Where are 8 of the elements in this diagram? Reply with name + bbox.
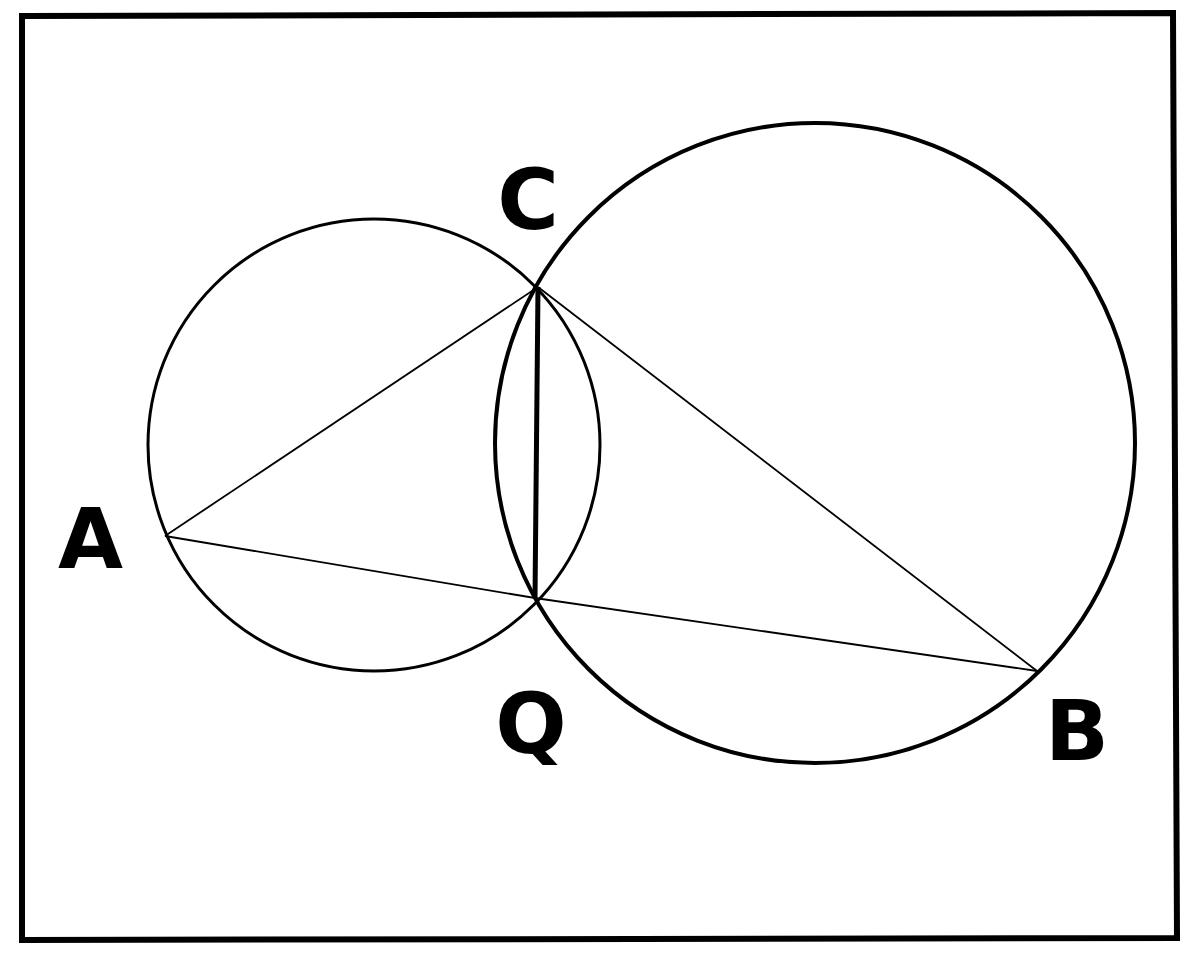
line-segment: [537, 286, 1038, 672]
line-segment: [164, 535, 536, 599]
line-segment: [534, 597, 1038, 672]
point-label: A: [58, 500, 167, 578]
line-segment: [532, 286, 541, 599]
point-label: B: [1035, 669, 1109, 773]
point-label: Q: [495, 596, 567, 766]
point-label: C: [494, 158, 562, 289]
